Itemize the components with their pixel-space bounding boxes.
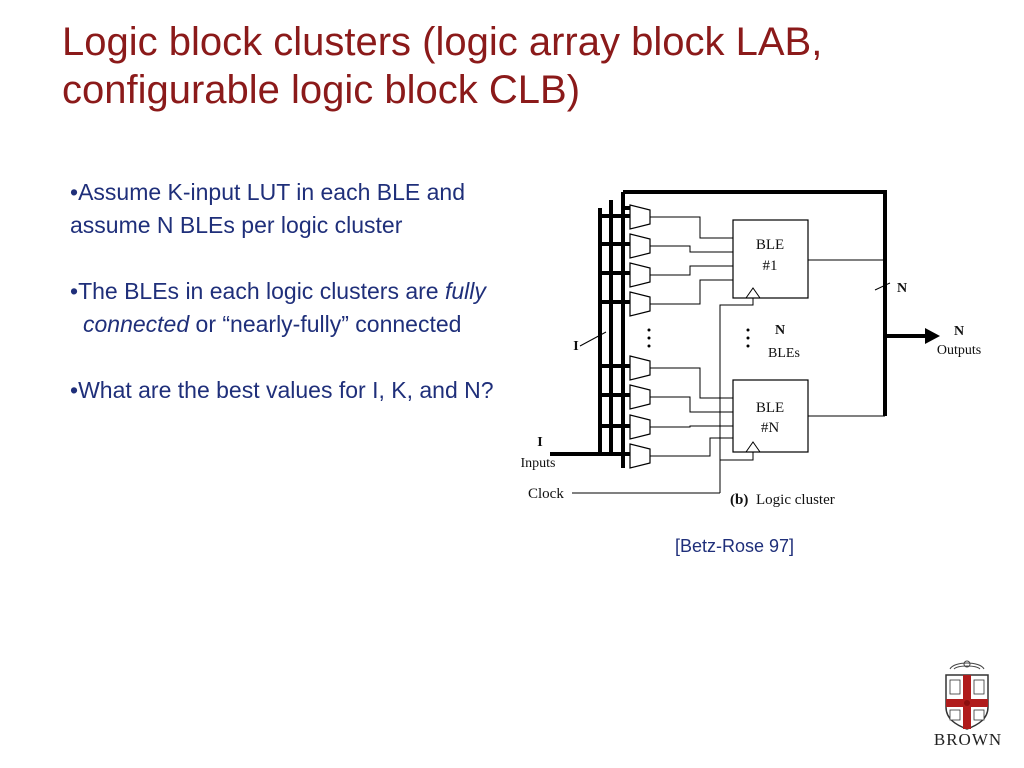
ble-1-box: [732, 219, 809, 299]
brown-wordmark: BROWN: [933, 730, 1003, 749]
brown-shield-icon: [945, 660, 989, 730]
bullet-marker: •: [70, 377, 79, 403]
mux-group-top: [629, 204, 651, 317]
ellipsis-dots: [647, 328, 750, 348]
ble-n-box: [732, 379, 809, 453]
caption-bold: (b): [730, 492, 748, 508]
bullet-marker: •: [70, 278, 79, 304]
slide-title: Logic block clusters (logic array block …: [62, 18, 962, 114]
logic-cluster-diagram: BLE #1 BLE #N N BLEs N N Outputs I Input…: [521, 190, 981, 508]
outputs-arrow-icon: [925, 328, 940, 344]
slide-title-line-2: configurable logic block CLB): [62, 68, 581, 112]
bullet-marker: •: [70, 179, 79, 205]
slide-title-line-1: Logic block clusters (logic array block …: [62, 20, 823, 64]
mux-group-bottom: [629, 355, 651, 469]
outputs-label: Outputs: [937, 343, 981, 358]
bus-i-label: I: [573, 339, 578, 354]
feedback-n-label: N: [897, 281, 907, 296]
citation: [Betz-Rose 97]: [675, 536, 795, 556]
ble-n-number: #N: [761, 420, 780, 436]
n-bles-label: BLEs: [768, 346, 800, 361]
feedback-bus: [623, 190, 887, 416]
bullet-list: •Assume K-input LUT in each BLE and assu…: [70, 176, 540, 440]
bullet-text: or “nearly-fully” connected: [189, 311, 462, 337]
bullet-emphasis: fully connected: [83, 278, 486, 337]
bullet-item: •The BLEs in each logic clusters are ful…: [70, 275, 540, 341]
bullet-item: •What are the best values for I, K, and …: [70, 374, 540, 407]
ble-1-number: #1: [763, 258, 778, 274]
ble-n-label: BLE: [756, 400, 784, 416]
n-bles-count: N: [775, 323, 785, 338]
caption-text: Logic cluster: [756, 492, 835, 508]
inputs-label: Inputs: [521, 456, 556, 471]
clock-label: Clock: [528, 486, 564, 502]
bullet-item: •Assume K-input LUT in each BLE and assu…: [70, 176, 540, 242]
outputs-n-label: N: [954, 324, 964, 339]
ble-1-label: BLE: [756, 237, 784, 253]
inputs-i-label: I: [537, 435, 542, 450]
bullet-text: Assume K-input LUT in each BLE and assum…: [70, 179, 466, 238]
bullet-text: What are the best values for I, K, and N…: [78, 377, 494, 403]
bullet-text: The BLEs in each logic clusters are: [78, 278, 445, 304]
